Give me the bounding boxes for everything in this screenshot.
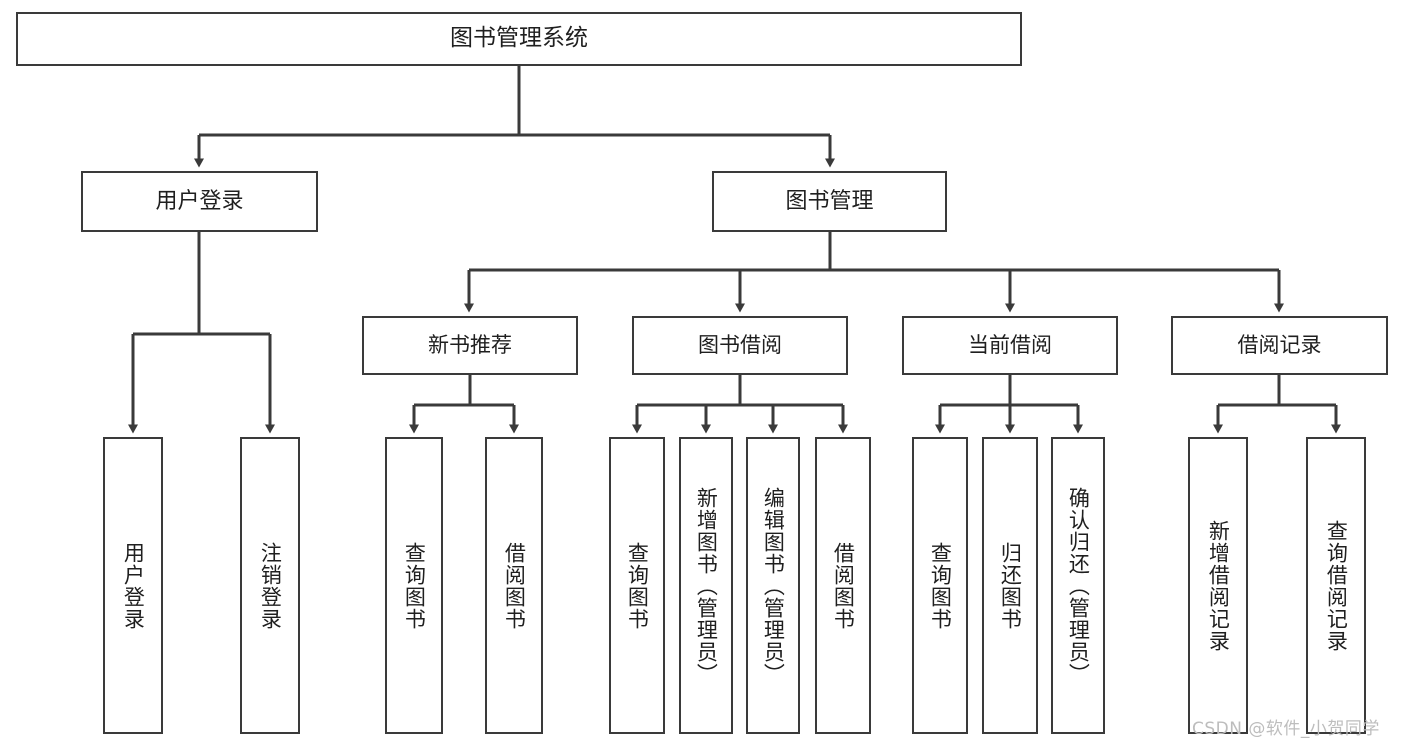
- node-borrow-record[interactable]: 借阅记录: [1171, 316, 1388, 375]
- node-leaf-add-book[interactable]: 新增图书（管理员）: [679, 437, 733, 734]
- node-book-manage[interactable]: 图书管理: [712, 171, 947, 232]
- node-leaf-user-login[interactable]: 用户登录: [103, 437, 163, 734]
- node-user-login[interactable]: 用户登录: [81, 171, 318, 232]
- node-leaf-edit-book[interactable]: 编辑图书（管理员）: [746, 437, 800, 734]
- node-leaf-borrow-book-recommend[interactable]: 借阅图书: [485, 437, 543, 734]
- node-leaf-confirm-return[interactable]: 确认归还（管理员）: [1051, 437, 1105, 734]
- csdn-watermark: CSDN @软件_小贺同学: [1192, 719, 1380, 739]
- node-leaf-query-book-borrow[interactable]: 查询图书: [609, 437, 665, 734]
- node-leaf-query-borrow-record[interactable]: 查询借阅记录: [1306, 437, 1366, 734]
- node-leaf-query-book-current[interactable]: 查询图书: [912, 437, 968, 734]
- node-leaf-borrow-book[interactable]: 借阅图书: [815, 437, 871, 734]
- node-root-system[interactable]: 图书管理系统: [16, 12, 1022, 66]
- node-current-borrow[interactable]: 当前借阅: [902, 316, 1118, 375]
- node-new-book-recommend[interactable]: 新书推荐: [362, 316, 578, 375]
- node-leaf-return-book[interactable]: 归还图书: [982, 437, 1038, 734]
- node-leaf-user-logout[interactable]: 注销登录: [240, 437, 300, 734]
- node-leaf-query-book-recommend[interactable]: 查询图书: [385, 437, 443, 734]
- node-leaf-add-borrow-record[interactable]: 新增借阅记录: [1188, 437, 1248, 734]
- node-book-borrow[interactable]: 图书借阅: [632, 316, 848, 375]
